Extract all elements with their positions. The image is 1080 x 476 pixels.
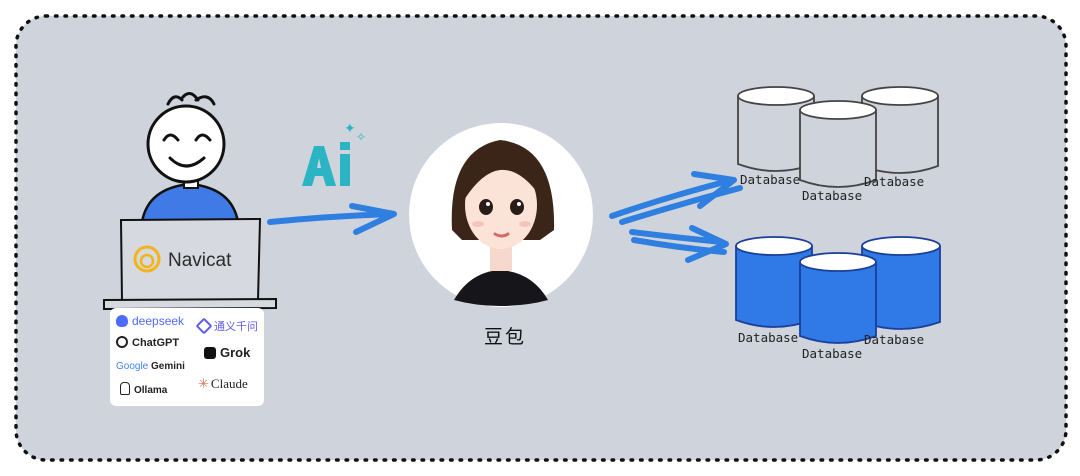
gray-db-label: Database: [802, 188, 863, 203]
tongyi-logo: 通义千问: [195, 317, 258, 335]
sparkle-icon: ✧: [356, 130, 367, 144]
blue-db-label: Database: [864, 332, 925, 347]
chatgpt-logo: ChatGPT: [116, 336, 179, 349]
gray-db-label: Database: [740, 172, 801, 187]
gray-db-1: [737, 86, 815, 172]
laptop-brand-label: Navicat: [168, 250, 232, 271]
arrow-to-assistant: [267, 203, 397, 235]
arrow-to-blue-databases: [629, 225, 729, 263]
whale-icon: [116, 315, 128, 327]
gemini-label: Gemini: [151, 361, 185, 372]
gemini-logo: Google Gemini: [116, 361, 185, 372]
ollama-logo: Ollama: [120, 382, 167, 396]
chatgpt-label: ChatGPT: [132, 337, 180, 349]
laptop-base: [103, 297, 277, 311]
arrow-to-gray-databases: [609, 171, 743, 225]
assistant-name: 豆包: [484, 326, 527, 348]
blue-db-label: Database: [738, 330, 799, 345]
gray-db-label: Database: [864, 174, 925, 189]
claude-label: Claude: [210, 376, 248, 391]
gray-db-3: [861, 86, 939, 174]
deepseek-label: deepseek: [132, 314, 185, 328]
user-figure: [140, 92, 240, 224]
user-head: [146, 104, 226, 184]
tongyi-icon: [195, 317, 213, 335]
deepseek-logo: deepseek: [116, 314, 184, 328]
blue-db-3: [861, 236, 941, 330]
blue-db-1: [735, 236, 813, 328]
openai-icon: [116, 336, 128, 348]
ai-provider-card: deepseek 通义千问 ChatGPT Grok Google Gemini…: [110, 308, 264, 406]
ai-badge: [302, 142, 350, 186]
gray-db-2: [799, 100, 877, 188]
sparkle-icon: ✦: [344, 121, 356, 137]
claude-logo: ✳Claude: [198, 376, 248, 392]
google-label: Google: [116, 361, 149, 372]
blue-db-label: Database: [802, 346, 863, 361]
navicat-logo: [133, 245, 161, 273]
gray-databases: [737, 86, 939, 188]
assistant-avatar: [409, 123, 593, 307]
blue-db-2: [799, 252, 877, 344]
grok-icon: [204, 347, 216, 359]
ollama-label: Ollama: [134, 385, 168, 396]
grok-logo: Grok: [204, 345, 250, 360]
blue-databases: [735, 236, 941, 344]
llama-icon: [120, 382, 130, 395]
grok-label: Grok: [220, 345, 251, 360]
claude-star-icon: ✳: [198, 376, 209, 391]
tongyi-label: 通义千问: [214, 321, 258, 333]
laptop: [103, 217, 277, 311]
